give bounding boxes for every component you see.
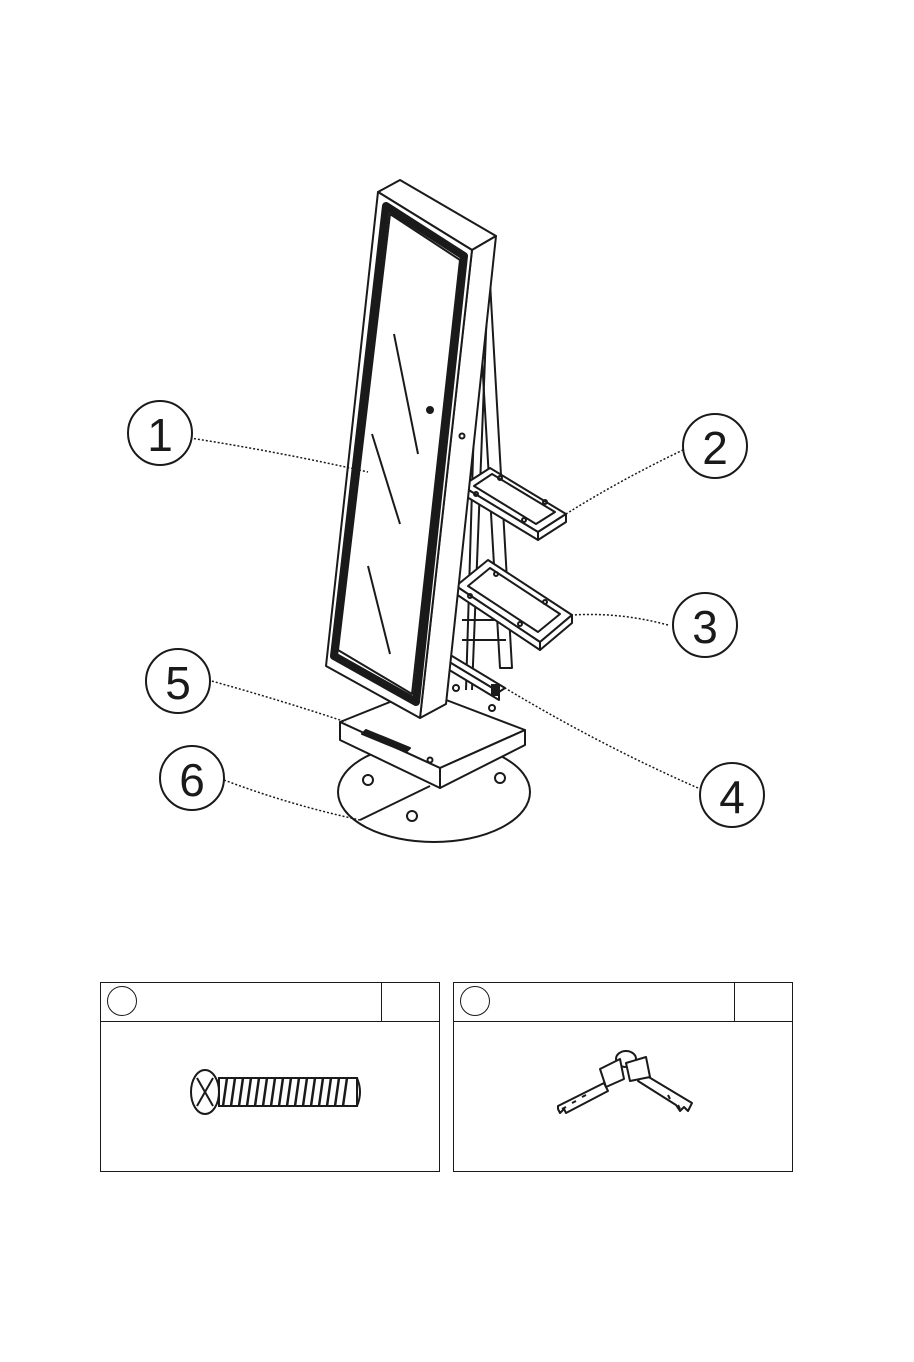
mirror-cabinet (326, 180, 496, 718)
hardware-letter-circle (107, 986, 137, 1016)
screw-icon (101, 1021, 439, 1171)
hardware-letter-circle (460, 986, 490, 1016)
callout-label-3: 3 (692, 601, 718, 653)
hardware-header (101, 983, 439, 1022)
callout-label-2: 2 (702, 422, 728, 474)
callout-label-5: 5 (165, 657, 191, 709)
keys-icon (454, 1021, 792, 1171)
callout-label-4: 4 (719, 771, 745, 823)
hardware-box-keys (453, 982, 793, 1172)
hardware-header (454, 983, 792, 1022)
callout-label-6: 6 (179, 754, 205, 806)
hardware-box-screw (100, 982, 440, 1172)
assembly-diagram: 1 2 3 4 5 6 (0, 0, 914, 960)
callout-label-1: 1 (147, 409, 173, 461)
support-bar (446, 656, 505, 700)
hardware-quantity-cell (381, 983, 439, 1021)
hardware-quantity-cell (734, 983, 792, 1021)
